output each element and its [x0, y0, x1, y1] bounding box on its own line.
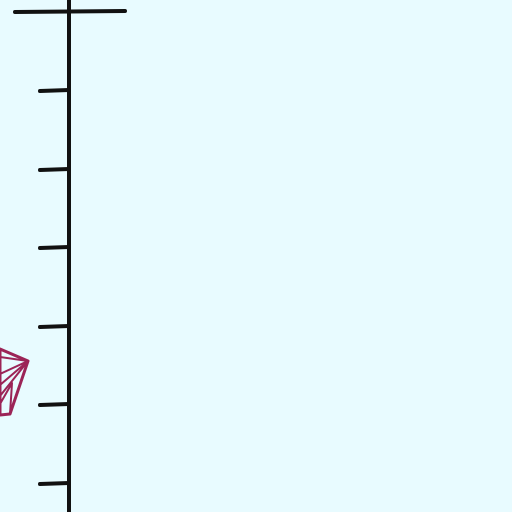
ruler-tick-1	[38, 88, 71, 93]
paper-plane-fold-line	[0, 360, 29, 397]
ruler-tick-2	[38, 167, 71, 172]
ruler-top-bar	[13, 9, 127, 14]
ruler-tick-4	[38, 324, 71, 329]
ruler-tick-5	[38, 402, 71, 407]
ruler-tick-6	[38, 481, 71, 486]
ruler-tick-3	[38, 245, 71, 250]
paper-plane-icon[interactable]	[0, 347, 30, 417]
vertical-ruler	[13, 0, 127, 512]
paper-plane-fold-line	[0, 382, 13, 415]
